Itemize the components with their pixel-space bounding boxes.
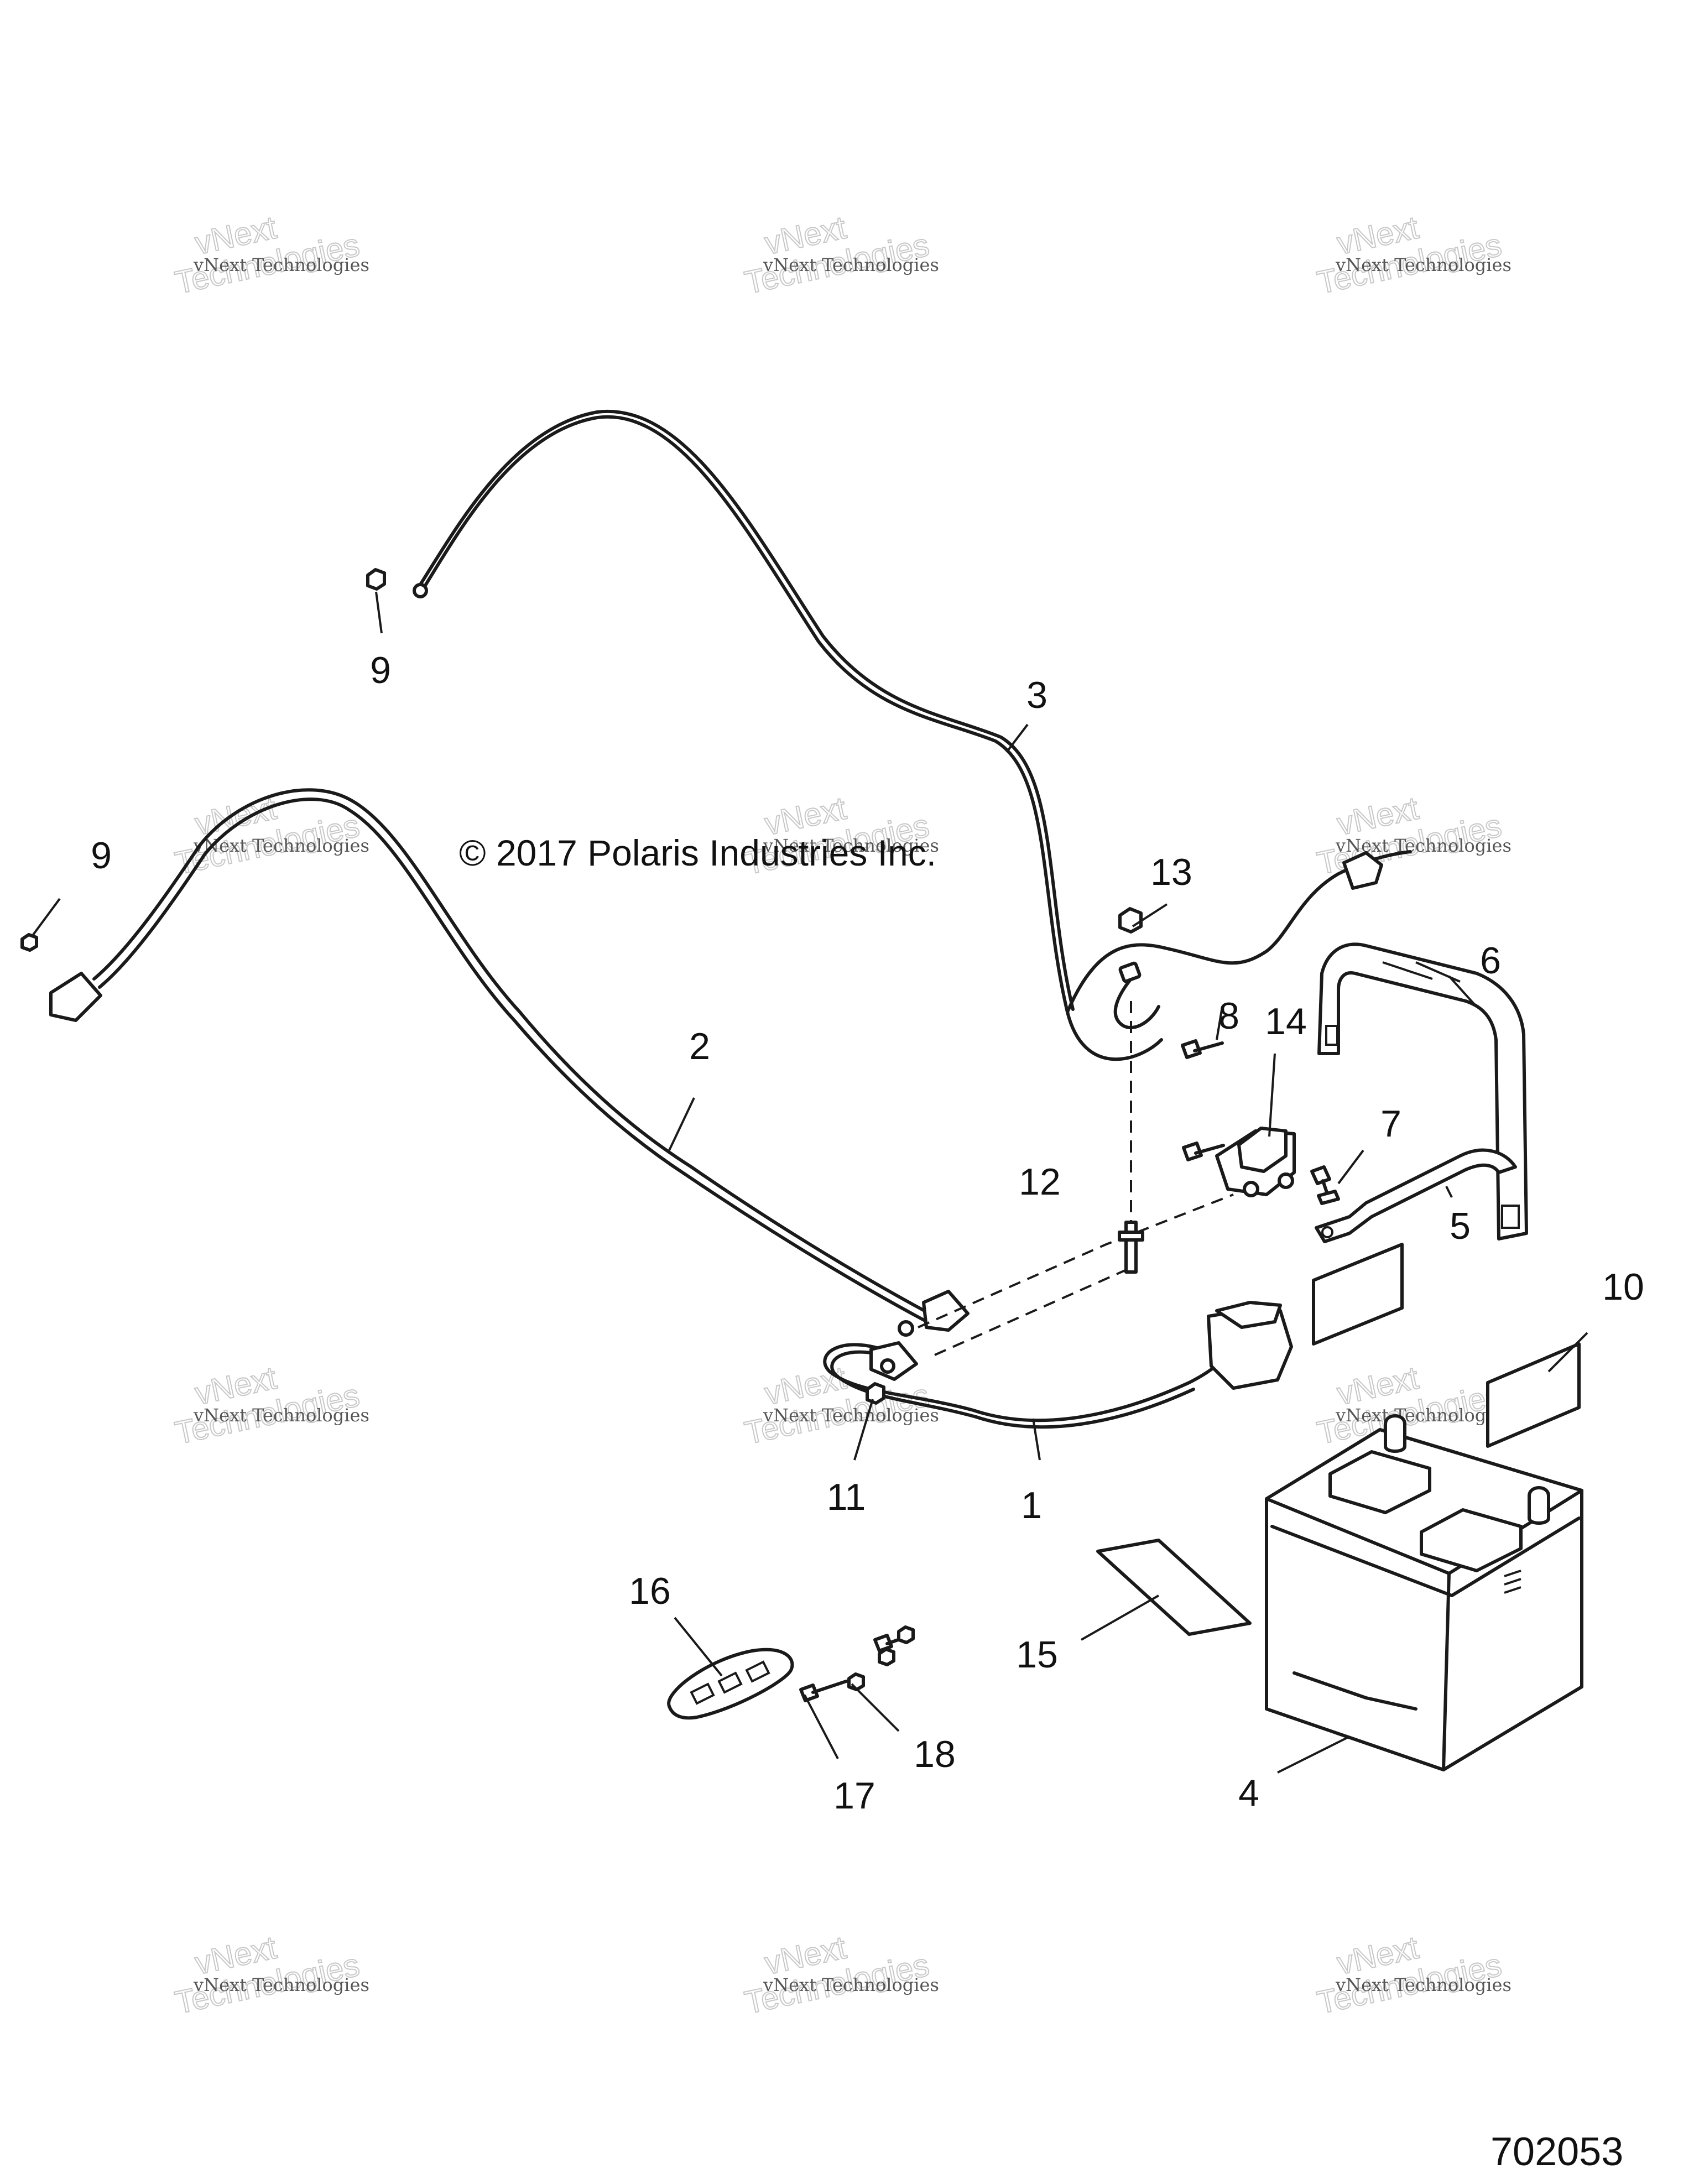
watermark: vNext Technologies vNext Technologies (171, 1359, 369, 1452)
callout-1: 1 (1021, 1484, 1042, 1526)
callout-14: 14 (1265, 1000, 1307, 1043)
stud-12 (1118, 1221, 1144, 1274)
nut-13 (1118, 907, 1143, 934)
fuse-holder-16 (667, 1648, 794, 1720)
callout-4: 4 (1238, 1772, 1259, 1814)
svg-text:vNext Technologies: vNext Technologies (763, 835, 939, 856)
leader-lines (32, 591, 1588, 1774)
svg-text:vNext Technologies: vNext Technologies (763, 1974, 939, 1995)
watermark-grid: vNext Technologies vNext Technologies vN… (171, 209, 1512, 2021)
callout-10: 10 (1602, 1266, 1644, 1308)
figure-number: 702053 (1490, 2130, 1623, 2174)
callout-15: 15 (1016, 1634, 1058, 1676)
callout-11: 11 (827, 1476, 866, 1518)
strap-6 (1317, 942, 1528, 1240)
watermark: vNext Technologies vNext Technologies (1314, 209, 1512, 301)
callout-16: 16 (629, 1570, 671, 1612)
callout-5: 5 (1450, 1205, 1471, 1247)
nut-9-upper (366, 568, 386, 591)
svg-text:vNext Technologies: vNext Technologies (1335, 1974, 1512, 1995)
screw-17 (799, 1634, 911, 1702)
svg-text:vNext Technologies: vNext Technologies (193, 254, 369, 275)
callout-9-upper: 9 (370, 649, 391, 691)
bolt-7 (1310, 1165, 1340, 1205)
watermark: vNext Technologies vNext Technologies (741, 1929, 939, 2021)
copyright-notice: © 2017 Polaris Industries Inc. (459, 832, 936, 873)
watermark: vNext Technologies vNext Technologies (171, 209, 369, 301)
pad-10-a (1312, 1243, 1404, 1346)
cable-1 (823, 1301, 1293, 1429)
svg-text:vNext Technologies: vNext Technologies (193, 835, 369, 856)
callout-17: 17 (833, 1775, 875, 1817)
callout-9-left: 9 (91, 835, 112, 877)
callout-7: 7 (1380, 1103, 1401, 1145)
bolt-8 (1181, 1039, 1225, 1161)
bracket-5 (1315, 1148, 1517, 1243)
pad-10-b (1486, 1342, 1581, 1448)
solenoid-14 (1215, 1127, 1296, 1197)
svg-text:vNext Technologies: vNext Technologies (763, 1405, 939, 1426)
callout-8: 8 (1218, 995, 1239, 1037)
callout-2: 2 (689, 1025, 710, 1067)
watermark: vNext Technologies vNext Technologies (1314, 790, 1512, 882)
watermark: vNext Technologies vNext Technologies (171, 790, 369, 882)
callouts: 1 2 3 4 5 6 7 8 9 9 10 11 12 13 14 15 16… (91, 649, 1644, 1817)
svg-text:vNext Technologies: vNext Technologies (193, 1405, 369, 1426)
callout-18: 18 (914, 1733, 956, 1775)
cable-2 (49, 788, 970, 1337)
watermark: vNext Technologies vNext Technologies (1314, 1929, 1512, 2021)
nut-9-left (20, 933, 38, 952)
battery-4 (1265, 1414, 1583, 1771)
nut-11 (866, 1382, 885, 1405)
callout-13: 13 (1150, 851, 1192, 893)
watermark: vNext Technologies vNext Technologies (171, 1929, 369, 2021)
callout-12: 12 (1019, 1161, 1061, 1203)
assembly-lines (918, 1001, 1234, 1356)
callout-3: 3 (1026, 674, 1047, 716)
watermark: vNext Technologies vNext Technologies (741, 209, 939, 301)
callout-6: 6 (1480, 940, 1501, 982)
svg-text:vNext Technologies: vNext Technologies (763, 254, 939, 275)
svg-text:vNext Technologies: vNext Technologies (193, 1974, 369, 1995)
label-15 (1096, 1539, 1252, 1636)
cable-3 (413, 409, 1412, 1061)
svg-text:vNext Technologies: vNext Technologies (1335, 254, 1512, 275)
svg-text:vNext Technologies: vNext Technologies (1335, 1405, 1512, 1426)
svg-text:vNext Technologies: vNext Technologies (1335, 835, 1512, 856)
